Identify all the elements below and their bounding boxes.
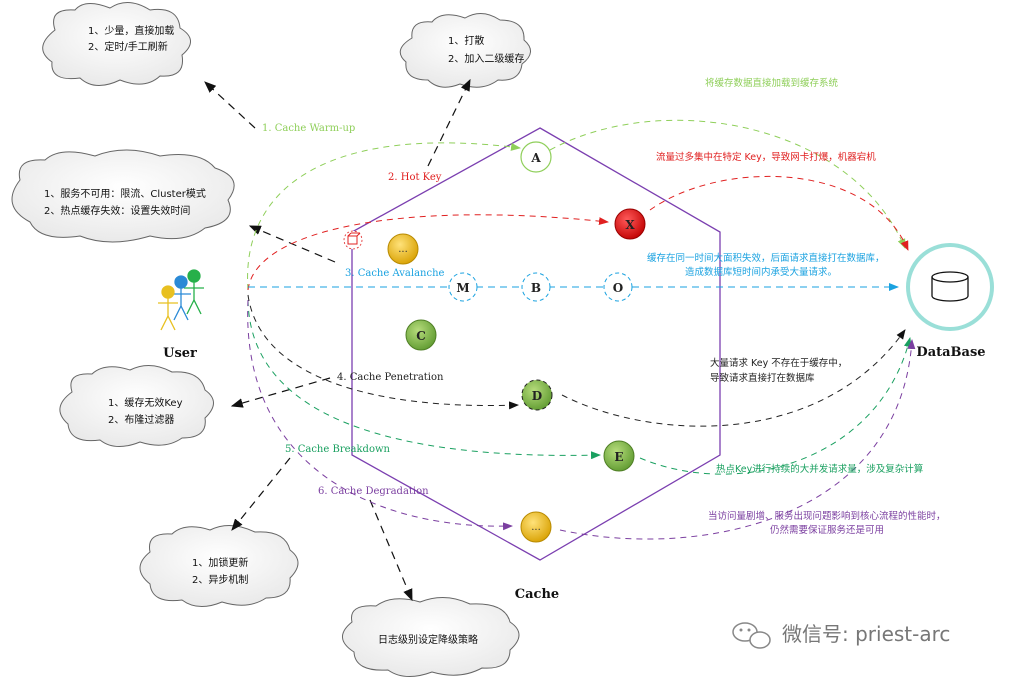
user-icon xyxy=(158,269,204,331)
cloud-hotkey-line2: 2、加入二级缓存 xyxy=(448,52,524,65)
svg-text:C: C xyxy=(416,329,426,343)
svg-text:D: D xyxy=(532,389,542,403)
title-cache: Cache xyxy=(515,587,559,602)
flow-degradation-user-to-node xyxy=(247,299,513,531)
cloud-penetration: 1、缓存无效Key 2、布隆过滤器 xyxy=(59,365,214,447)
svg-text:...: ... xyxy=(398,244,408,255)
cloud-breakdown-line2: 2、异步机制 xyxy=(192,573,248,586)
note-avalanche-line2: 造成数据库短时间内承受大量请求。 xyxy=(685,266,837,278)
node-o: O xyxy=(603,272,633,302)
note-breakdown: 热点Key进行持续的大并发请求量，涉及复杂计算 xyxy=(716,463,923,475)
svg-text:B: B xyxy=(531,281,541,295)
wechat-watermark: 微信号: priest-arc xyxy=(732,622,950,649)
cloud-degradation-line1: 日志级别设定降级策略 xyxy=(378,633,478,646)
node-c: C xyxy=(405,319,437,351)
arrow-breakdown-to-cloud xyxy=(231,457,291,531)
cloud-hotkey: 1、打散 2、加入二级缓存 xyxy=(399,13,531,88)
label-hotkey: 2. Hot Key xyxy=(388,172,442,183)
arrow-penetration-to-cloud xyxy=(230,377,331,408)
label-breakdown: 5. Cache Breakdown xyxy=(285,444,391,455)
note-hotkey: 流量过多集中在特定 Key，导致网卡打爆，机器宕机 xyxy=(656,151,876,163)
node-gold-bottom: ... xyxy=(520,511,552,543)
cloud-warmup: 1、少量，直接加载 2、定时/手工刷新 xyxy=(42,2,191,86)
label-degradation: 6. Cache Degradation xyxy=(318,486,429,497)
cloud-warmup-line2: 2、定时/手工刷新 xyxy=(88,40,168,53)
note-warmup: 将缓存数据直接加载到缓存系统 xyxy=(705,77,839,89)
cloud-breakdown-line1: 1、加锁更新 xyxy=(192,556,248,569)
note-degradation-line2: 仍然需要保证服务还是可用 xyxy=(770,524,884,536)
node-a: A xyxy=(520,141,552,173)
flow-breakdown-e-to-db xyxy=(639,337,912,475)
node-d: D xyxy=(521,379,553,411)
note-penetration-line1: 大量请求 Key 不存在于缓存中， xyxy=(710,357,847,369)
arrow-hotkey-to-cloud xyxy=(427,78,471,167)
flow-breakdown-user-to-e xyxy=(247,299,601,460)
svg-text:...: ... xyxy=(531,522,541,533)
node-e: E xyxy=(603,440,635,472)
title-db: DataBase xyxy=(916,345,985,360)
cloud-hotkey-line1: 1、打散 xyxy=(448,34,484,47)
flow-warmup-user-to-a xyxy=(247,142,521,291)
cloud-degradation: 日志级别设定降级策略 xyxy=(342,597,520,677)
arrow-degradation-to-cloud xyxy=(369,499,413,602)
flow-hotkey-user-to-x xyxy=(247,214,609,291)
flow-degradation-node-to-db xyxy=(559,339,916,540)
flow-hotkey-x-to-db xyxy=(649,175,909,251)
label-warmup: 1. Cache Warm-up xyxy=(262,123,355,134)
note-avalanche-line1: 缓存在同一时间大面积失效，后面请求直接打在数据库， xyxy=(647,252,885,264)
note-degradation-line1: 当访问量剧增、服务出现问题影响到核心流程的性能时， xyxy=(708,510,946,522)
cloud-penetration-line1: 1、缓存无效Key xyxy=(108,396,183,409)
node-b: B xyxy=(521,272,551,302)
cloud-avalanche-line2: 2、热点缓存失效：设置失效时间 xyxy=(44,204,190,217)
cloud-avalanche-line1: 1、服务不可用：限流、Cluster模式 xyxy=(44,187,206,200)
cache-cube-icon xyxy=(343,230,363,250)
cloud-avalanche: 1、服务不可用：限流、Cluster模式 2、热点缓存失效：设置失效时间 xyxy=(11,149,235,243)
wechat-icon xyxy=(732,622,771,649)
arrow-warmup-to-cloud xyxy=(204,81,256,129)
svg-text:A: A xyxy=(530,151,541,165)
title-user: User xyxy=(163,346,197,361)
label-avalanche: 3. Cache Avalanche xyxy=(345,268,445,279)
node-x: X xyxy=(614,208,646,240)
svg-text:O: O xyxy=(613,281,623,295)
note-penetration-line2: 导致请求直接打在数据库 xyxy=(710,372,815,384)
arrow-avalanche-to-cloud xyxy=(248,225,336,263)
flow-penetration-d-to-db xyxy=(561,329,906,427)
label-penetration: 4. Cache Penetration xyxy=(337,372,444,383)
watermark-text: 微信号: priest-arc xyxy=(782,622,950,646)
svg-text:X: X xyxy=(625,218,635,232)
database-icon xyxy=(906,243,994,331)
cloud-warmup-line1: 1、少量，直接加载 xyxy=(88,24,174,37)
node-gold-top: ... xyxy=(387,233,419,265)
node-m: M xyxy=(448,272,478,302)
svg-text:M: M xyxy=(456,281,469,295)
flow-warmup-a-to-db xyxy=(549,119,906,249)
cloud-breakdown: 1、加锁更新 2、异步机制 xyxy=(139,525,299,607)
cloud-penetration-line2: 2、布隆过滤器 xyxy=(108,413,174,426)
svg-text:E: E xyxy=(614,450,623,464)
